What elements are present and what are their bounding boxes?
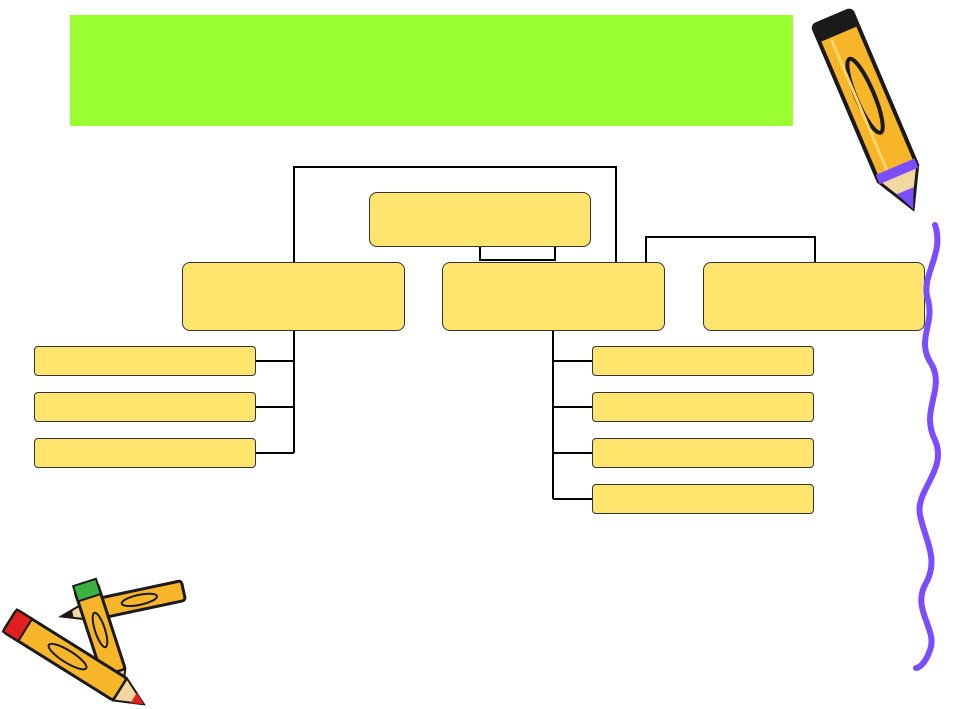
left-child-node-2: [34, 392, 256, 422]
level1-node-middle: [442, 262, 665, 331]
left-child-node-1: [34, 346, 256, 376]
level1-node-left: [182, 262, 405, 331]
root-node: [369, 192, 591, 247]
middle-child-node-2: [592, 392, 814, 422]
level1-node-right: [703, 262, 925, 331]
connector-root-frame: [293, 166, 617, 262]
connector-root-middle: [479, 247, 556, 261]
middle-child-node-4: [592, 484, 814, 514]
left-child-node-3: [34, 438, 256, 468]
connector-right-bracket: [645, 236, 816, 262]
middle-child-node-3: [592, 438, 814, 468]
title-banner: [70, 15, 793, 126]
middle-child-node-1: [592, 346, 814, 376]
